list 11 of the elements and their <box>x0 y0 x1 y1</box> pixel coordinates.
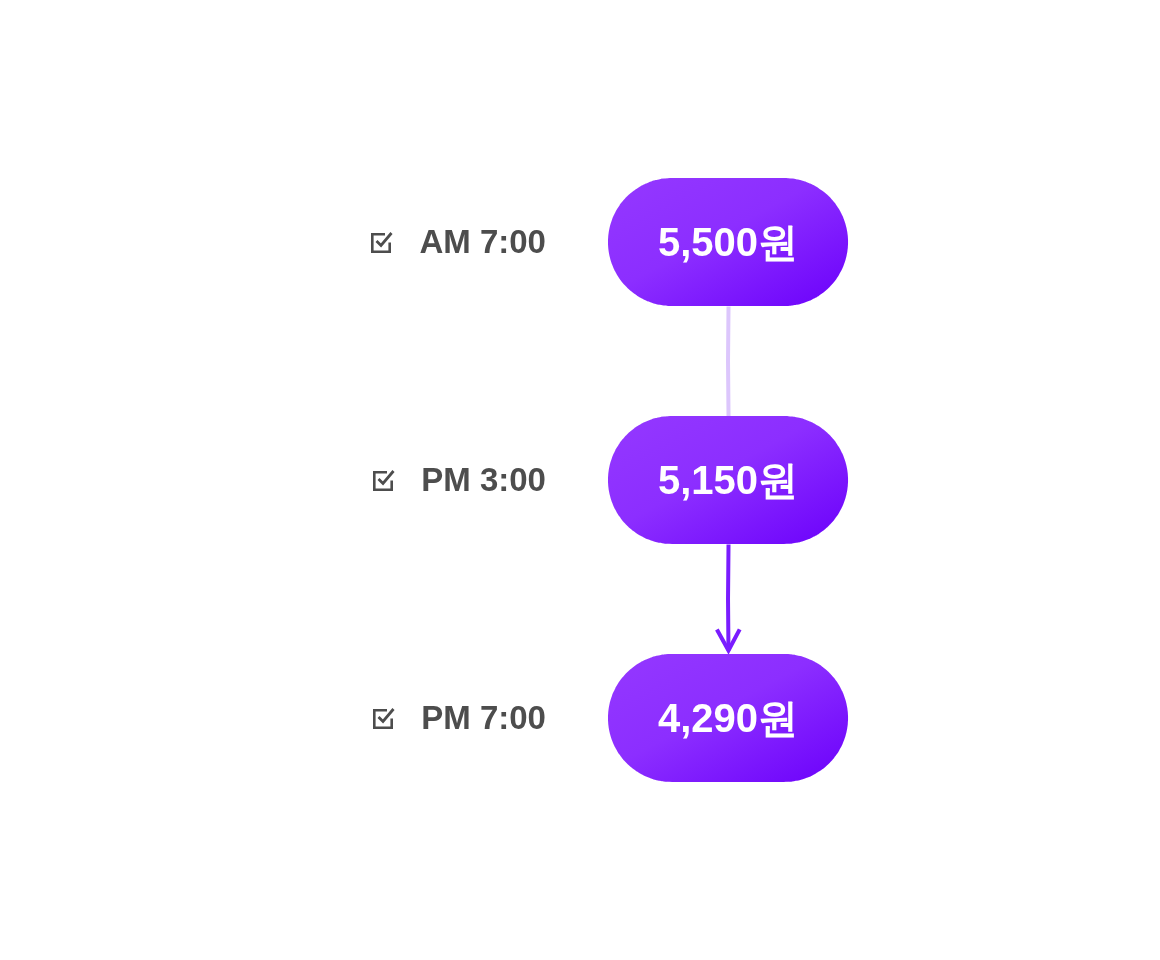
time-label: AM 7:00 <box>419 223 546 261</box>
pill-node <box>607 178 848 306</box>
pill-node <box>607 654 848 782</box>
arrow <box>714 544 742 653</box>
connector-line <box>726 306 731 417</box>
node-label: 5,150원 <box>657 457 799 504</box>
pill-node <box>607 416 848 544</box>
time-label: PM 3:00 <box>421 461 546 499</box>
node-label: 5,500원 <box>657 219 799 266</box>
node-label: 4,290원 <box>657 695 799 742</box>
time-label: PM 7:00 <box>421 699 546 737</box>
